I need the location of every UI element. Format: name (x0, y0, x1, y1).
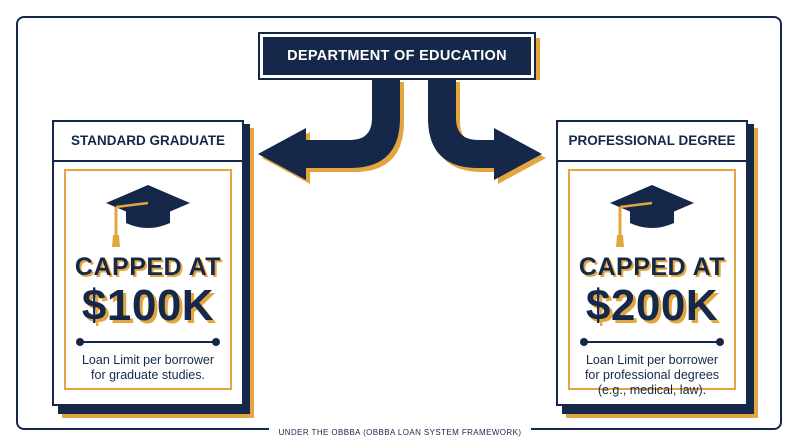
desc-line: for graduate studies. (91, 368, 205, 382)
desc-line: for professional degrees (584, 368, 720, 382)
footer-text: UNDER THE OBBBA (OBBBA LOAN SYSTEM FRAME… (268, 428, 532, 437)
graduation-cap-icon (610, 185, 694, 247)
professional-degree-card: PROFESSIONAL DEGREE CAPPED AT $200K Loan… (556, 120, 748, 406)
standard-graduate-card: STANDARD GRADUATE CAPPED AT $100K Loan L… (52, 120, 244, 406)
desc-line: Loan Limit per borrower (81, 353, 214, 367)
capped-label: CAPPED AT (578, 253, 726, 281)
desc-line: (e.g., medical, law). (597, 383, 707, 397)
loan-amount: $200K (585, 281, 719, 330)
arrow-right-icon (428, 78, 546, 184)
capped-label: CAPPED AT (74, 253, 222, 281)
footer: UNDER THE OBBBA (OBBBA LOAN SYSTEM FRAME… (0, 422, 800, 440)
card-inner: CAPPED AT $100K Loan Limit per borrower … (64, 169, 232, 390)
department-box: DEPARTMENT OF EDUCATION (258, 32, 536, 80)
divider (76, 338, 220, 346)
graduation-cap-icon (106, 185, 190, 247)
card-title: PROFESSIONAL DEGREE (558, 122, 746, 162)
divider (580, 338, 724, 346)
desc-line: Loan Limit per borrower (585, 353, 718, 367)
arrow-left-icon (258, 78, 404, 184)
card-title: STANDARD GRADUATE (54, 122, 242, 162)
card-description: Loan Limit per borrower for professional… (576, 353, 728, 398)
card-description: Loan Limit per borrower for graduate stu… (72, 353, 224, 383)
department-title: DEPARTMENT OF EDUCATION (287, 48, 507, 64)
card-inner: CAPPED AT $200K Loan Limit per borrower … (568, 169, 736, 397)
loan-amount: $100K (81, 281, 215, 330)
